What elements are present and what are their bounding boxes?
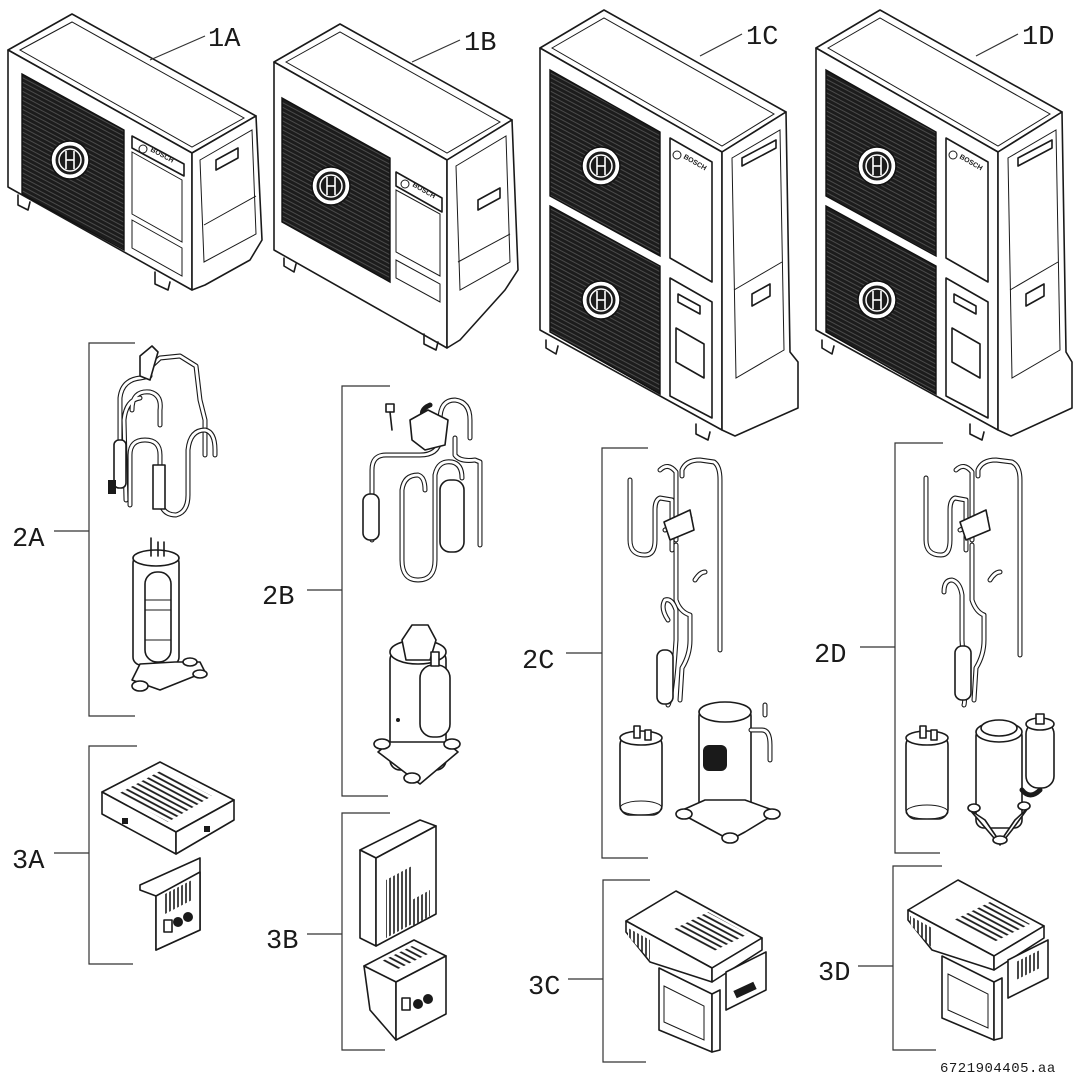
label-2a: 2A: [12, 525, 45, 555]
bosch-logo-icon: [857, 280, 897, 320]
bosch-logo-icon: [50, 140, 90, 180]
outdoor-unit-1a: BOSCH 1A: [7, 13, 263, 291]
refrigerant-group-2b: 2B: [262, 385, 483, 797]
document-reference: 6721904405.aa: [940, 1061, 1056, 1077]
control-box: [139, 857, 201, 951]
electronics-group-3c: 3C: [528, 879, 767, 1063]
label-3d: 3D: [818, 959, 850, 989]
bosch-logo-icon: [311, 166, 351, 206]
liquid-receiver: [619, 725, 663, 816]
control-box-assembly: [907, 879, 1049, 1041]
label-2d: 2D: [814, 641, 846, 671]
outdoor-unit-1d: BOSCH 1D: [815, 9, 1073, 441]
label-2c: 2C: [522, 647, 554, 677]
refrigerant-group-2a: 2A: [12, 342, 218, 717]
bosch-logo-icon: [857, 146, 897, 186]
pipe-assembly: [108, 345, 218, 518]
pipe-assembly: [627, 457, 723, 708]
bosch-logo-icon: [581, 146, 621, 186]
pipe-assembly: [923, 457, 1023, 708]
control-box-assembly: [625, 890, 767, 1053]
control-box: [363, 939, 447, 1041]
label-3b: 3B: [266, 927, 298, 957]
rotary-compressor: [131, 537, 208, 692]
label-3c: 3C: [528, 973, 560, 1003]
pipe-assembly: [362, 397, 483, 583]
outdoor-unit-1b: BOSCH 1B: [273, 23, 519, 351]
outdoor-unit-1c: BOSCH 1C: [539, 9, 799, 441]
refrigerant-group-2d: 2D: [814, 442, 1055, 854]
label-1a: 1A: [208, 25, 241, 55]
rotary-compressor: [967, 713, 1055, 846]
refrigerant-group-2c: 2C: [522, 447, 781, 859]
label-1b: 1B: [464, 29, 496, 59]
label-3a: 3A: [12, 847, 45, 877]
inverter-cover: [101, 761, 235, 855]
liquid-receiver: [905, 725, 949, 820]
scroll-compressor: [675, 701, 781, 844]
rotary-compressor: [373, 624, 461, 785]
electronics-group-3b: 3B: [266, 812, 447, 1051]
label-1c: 1C: [746, 23, 778, 53]
label-2b: 2B: [262, 583, 294, 613]
inverter-cover: [359, 819, 437, 947]
electronics-group-3d: 3D: [818, 865, 1049, 1051]
electronics-group-3a: 3A: [12, 745, 235, 965]
bosch-logo-icon: [581, 280, 621, 320]
label-1d: 1D: [1022, 23, 1054, 53]
